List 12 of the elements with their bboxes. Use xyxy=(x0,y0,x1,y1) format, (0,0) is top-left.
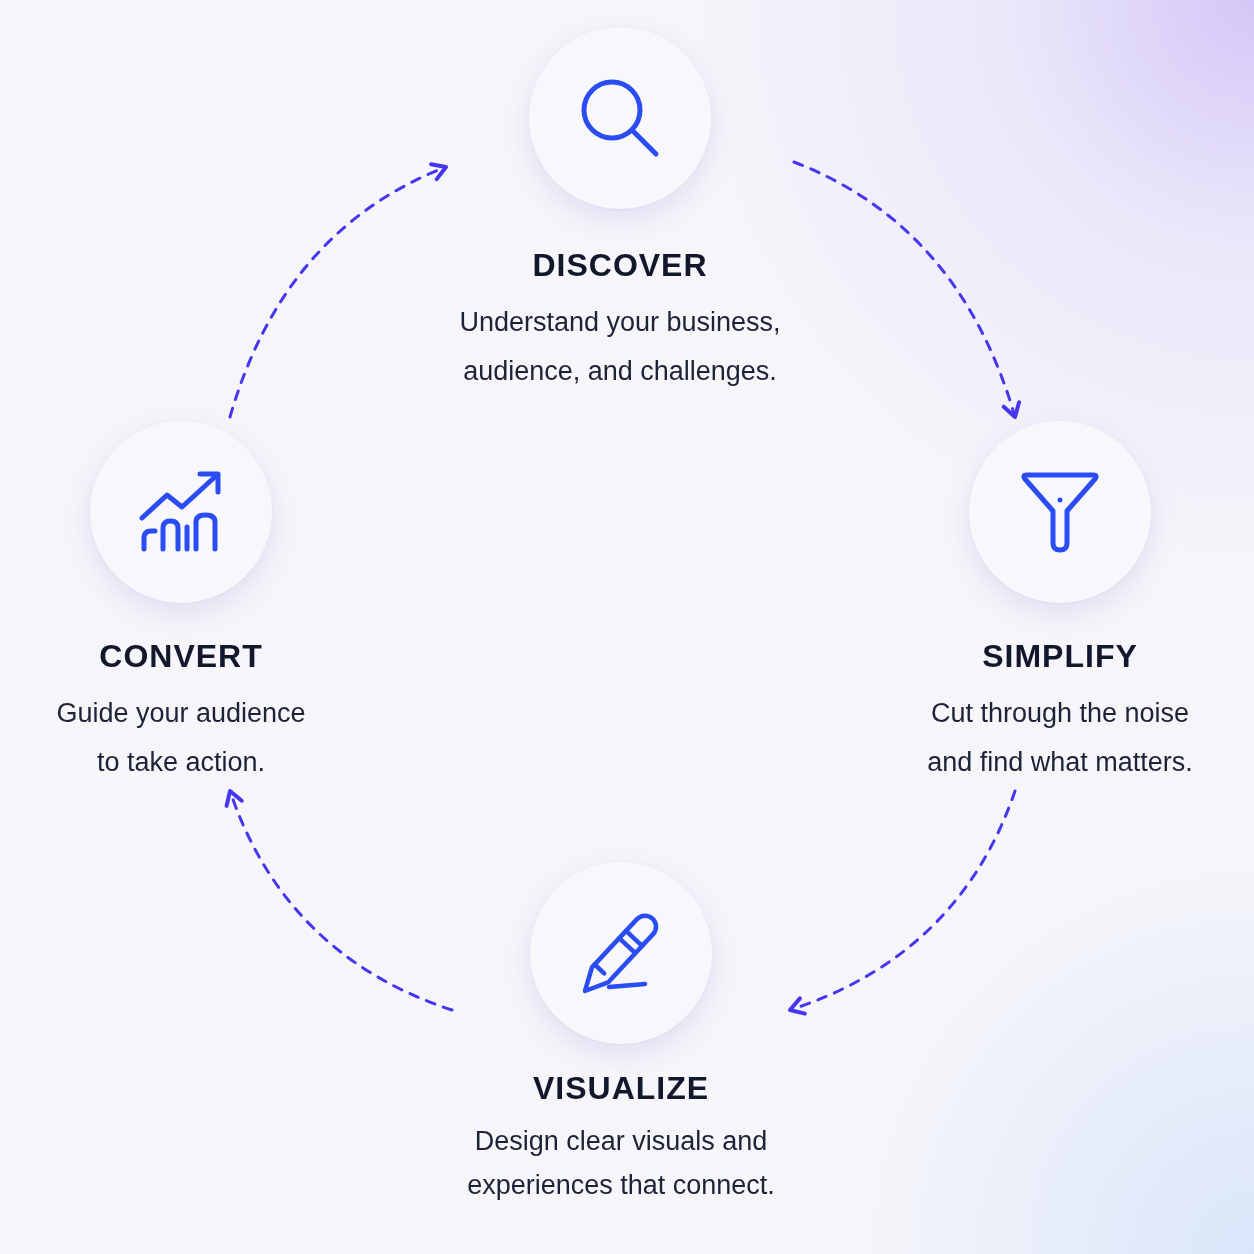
step-title: DISCOVER xyxy=(532,246,708,285)
dashed-arrow xyxy=(225,789,454,1012)
step-title: SIMPLIFY xyxy=(982,637,1138,676)
dashed-arrow xyxy=(788,789,1017,1016)
step-description: Understand your business, audience, and challenges. xyxy=(458,306,782,388)
dashed-arrow xyxy=(228,162,448,419)
step-description: Design clear visuals and experiences that connect. xyxy=(466,1125,776,1202)
dashed-arrow xyxy=(792,160,1021,419)
step-description: Guide your audience to take action. xyxy=(55,697,307,779)
step-title: CONVERT xyxy=(99,637,263,676)
step-description: Cut through the noise and find what matters. xyxy=(926,697,1194,779)
step-title: VISUALIZE xyxy=(532,1069,710,1108)
